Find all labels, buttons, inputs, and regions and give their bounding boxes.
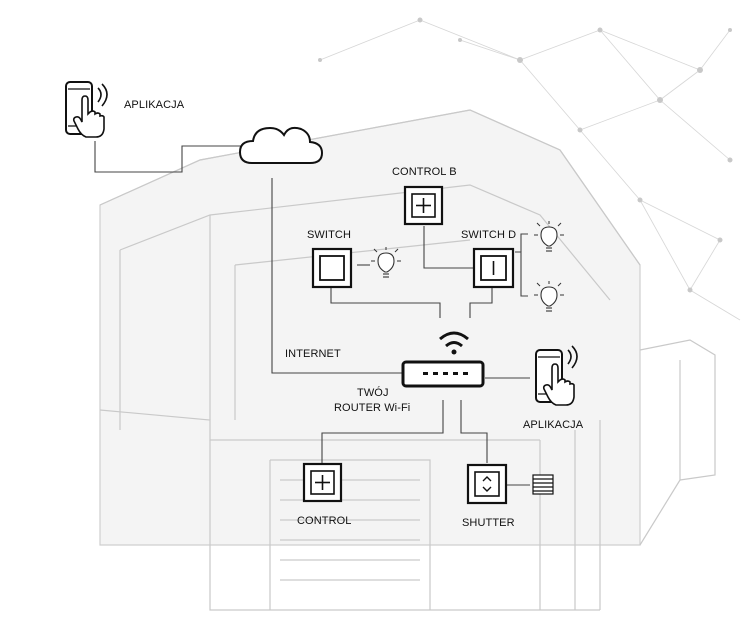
light-bulb-icon <box>534 221 564 252</box>
shutter-switch-icon <box>466 463 508 505</box>
blinds-icon <box>532 474 554 495</box>
switch-toggle <box>311 247 353 289</box>
label-app-right: APLIKACJA <box>523 419 584 431</box>
label-router-line1: TWÓJ <box>357 386 389 399</box>
light-bulb-icon <box>534 281 564 312</box>
label-control: CONTROL <box>297 515 351 527</box>
label-switch-d: SWITCH D <box>461 229 516 241</box>
wifi-router-icon <box>401 331 485 388</box>
label-switch: SWITCH <box>307 229 351 241</box>
network-background <box>318 17 741 321</box>
control-plus-switch <box>302 462 343 503</box>
label-shutter: SHUTTER <box>462 517 515 529</box>
connection-lines <box>94 141 530 486</box>
app-phone-right <box>535 345 578 406</box>
label-router-line2: ROUTER Wi-Fi <box>334 402 410 414</box>
house-outline <box>99 109 716 611</box>
label-internet: INTERNET <box>285 348 341 360</box>
control-b-plus-switch <box>403 185 444 226</box>
app-phone-top <box>65 81 108 138</box>
label-app-top: APLIKACJA <box>124 99 185 111</box>
switch-d-toggle <box>472 247 515 289</box>
label-control-b: CONTROL B <box>392 166 457 178</box>
light-bulb-icon <box>371 247 401 278</box>
cloud-icon <box>238 126 324 164</box>
